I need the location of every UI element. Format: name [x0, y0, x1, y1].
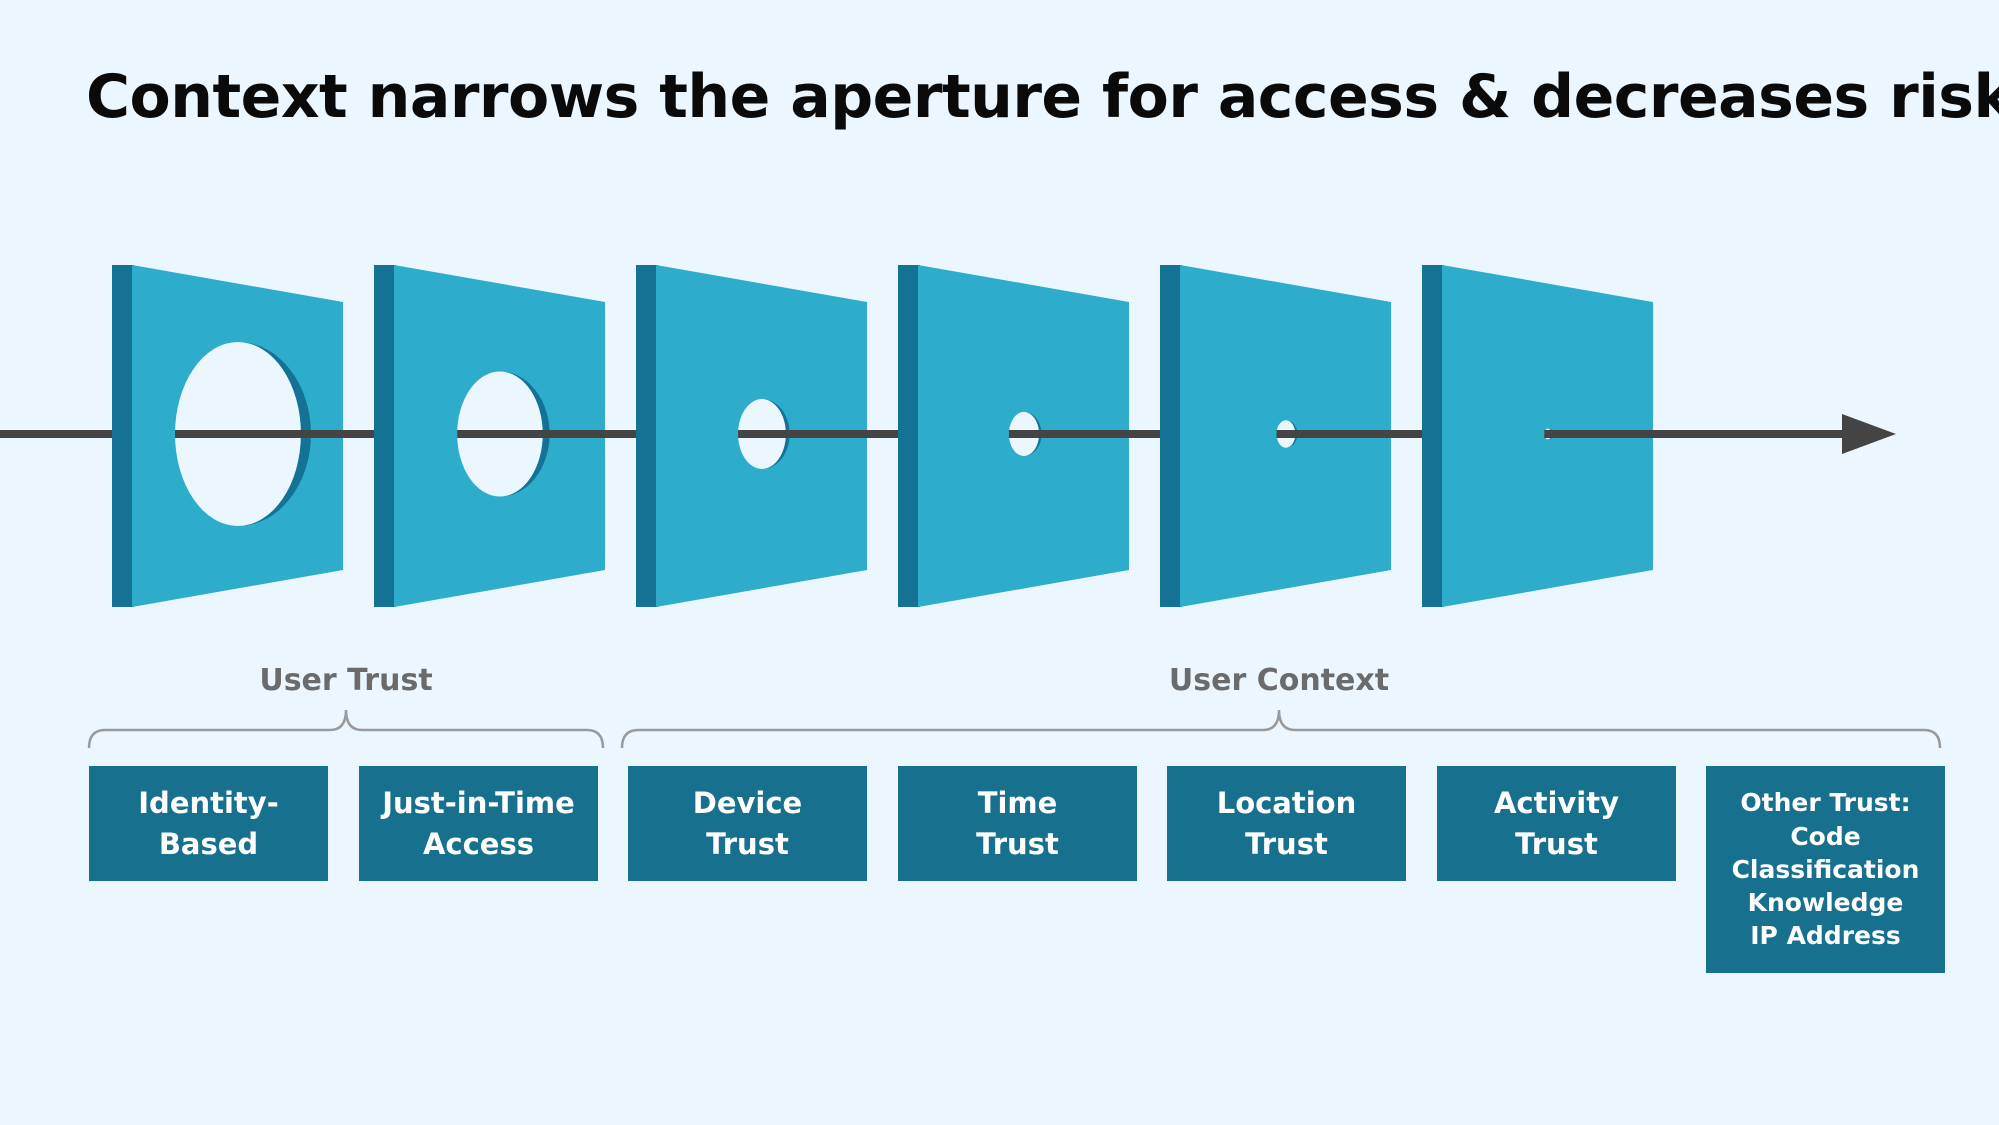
panel-edge: [636, 265, 658, 607]
box-just-in-time-access: Just-in-Time Access: [359, 766, 598, 881]
aperture-panel-3: [636, 265, 908, 607]
panel-face: [394, 265, 605, 607]
box-device-trust: Device Trust: [628, 766, 867, 881]
aperture-rim: [500, 371, 550, 497]
panel-face: [656, 265, 867, 607]
group-label-user-context: User Context: [1168, 663, 1390, 698]
aperture-panel-2: [374, 265, 646, 607]
panel-face: [1442, 265, 1653, 607]
panel-edge: [1422, 265, 1444, 607]
box-location-trust: Location Trust: [1167, 766, 1406, 881]
aperture-rim: [1286, 420, 1298, 448]
aperture-panel-6: [1422, 265, 1850, 607]
aperture-panel-5: [1160, 265, 1432, 607]
page-title: Context narrows the aperture for access …: [86, 62, 1999, 132]
panel-layer: [0, 265, 1896, 607]
box-activity-trust: Activity Trust: [1437, 766, 1676, 881]
panel-face: [918, 265, 1129, 607]
panel-edge: [898, 265, 920, 607]
aperture-rim: [1024, 411, 1042, 457]
panel-edge: [112, 265, 134, 607]
box-identity-based: Identity- Based: [89, 766, 328, 881]
aperture-panel-1: [112, 265, 384, 607]
box-time-trust: Time Trust: [898, 766, 1137, 881]
brace-layer: [87, 709, 1942, 749]
arrow-head-icon: [1842, 414, 1896, 454]
panel-face: [132, 265, 343, 607]
panel-face: [1180, 265, 1391, 607]
brace-user-context: [620, 709, 1942, 749]
group-label-user-trust: User Trust: [259, 663, 433, 698]
panel-edge: [374, 265, 396, 607]
aperture-rim: [762, 399, 790, 469]
brace-user-trust: [87, 709, 605, 749]
aperture-panel-4: [898, 265, 1170, 607]
aperture-rim: [238, 342, 311, 526]
box-other-trust: Other Trust: Code Classification Knowled…: [1706, 766, 1945, 973]
panel-edge: [1160, 265, 1182, 607]
